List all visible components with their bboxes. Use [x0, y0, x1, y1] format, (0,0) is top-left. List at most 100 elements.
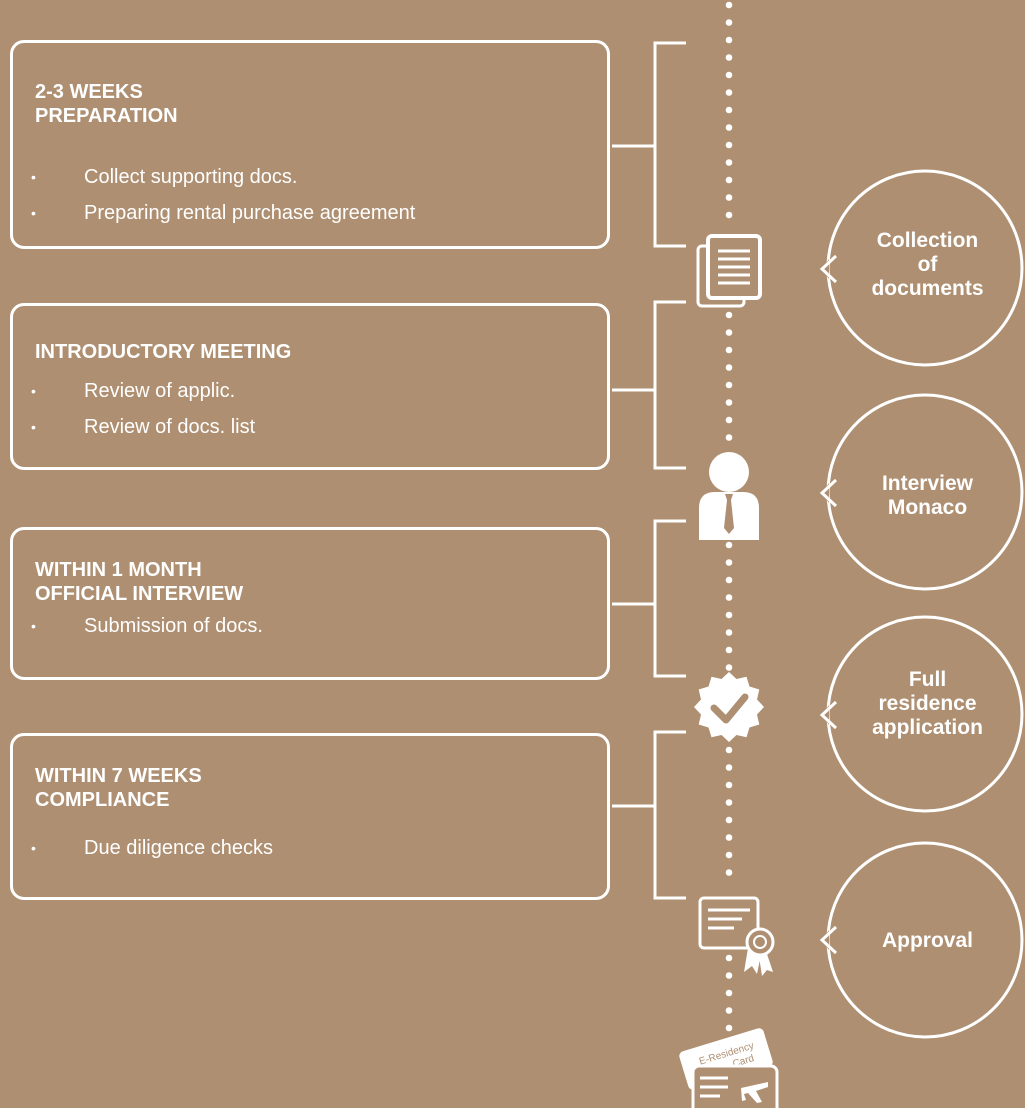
timeline-dot	[725, 1007, 733, 1014]
timeline-dot	[725, 36, 733, 44]
timeline-dot	[725, 54, 733, 61]
step-box-compliance: WITHIN 7 WEEKS COMPLIANCE • Due diligence…	[10, 733, 610, 900]
timeline-dot	[725, 646, 733, 654]
bracket-2	[612, 300, 686, 470]
timeline-dot	[725, 159, 733, 166]
timeline-dot	[725, 124, 733, 131]
bullet-text: Review of docs. list	[84, 416, 256, 438]
bullet-item: • Collect supporting docs.	[31, 159, 415, 195]
step-box-introductory-meeting: INTRODUCTORY MEETING • Review of applic. …	[10, 303, 610, 470]
timeline-dot	[725, 559, 733, 566]
bullet-list: • Review of applic. • Review of docs. list	[31, 373, 255, 445]
timeline-dot	[725, 799, 733, 806]
bullet-text: Due diligence checks	[84, 837, 273, 859]
timeline-dot	[725, 416, 733, 424]
step-title-line: OFFICIAL INTERVIEW	[35, 583, 244, 605]
bullet-text: Submission of docs.	[84, 615, 263, 637]
bubble-line: application	[872, 716, 983, 739]
documents-icon	[696, 234, 762, 308]
timeline-dot	[725, 311, 733, 319]
timeline-dot	[725, 399, 733, 406]
bullet-list: • Collect supporting docs. • Preparing ren…	[31, 159, 415, 231]
timeline-dot	[725, 746, 733, 754]
timeline-dot	[725, 71, 733, 79]
bubble-label-residence-application: Full residence application	[850, 668, 1005, 740]
step-box-preparation: 2-3 WEEKS PREPARATION • Collect supportin…	[10, 40, 610, 249]
brackets	[612, 41, 686, 900]
bracket-3	[612, 519, 686, 678]
step-title-line: 2-3 WEEKS	[35, 81, 143, 103]
bullet-dot: •	[31, 419, 36, 435]
bubble-line: of	[917, 253, 938, 276]
bullet-text: Collect supporting docs.	[84, 166, 298, 188]
bubble-line: Monaco	[887, 496, 968, 519]
bullet-dot: •	[31, 840, 36, 856]
bullet-item: • Due diligence checks	[31, 830, 273, 866]
timeline-dot	[725, 834, 733, 841]
timeline-dot	[725, 364, 733, 371]
timeline-dot	[725, 576, 733, 584]
step-box-official-interview: WITHIN 1 MONTH OFFICIAL INTERVIEW • Submi…	[10, 527, 610, 680]
bubble-line: Collection	[876, 229, 979, 252]
pointer-3	[819, 700, 838, 730]
step-title: WITHIN 1 MONTH OFFICIAL INTERVIEW	[35, 558, 243, 606]
step-title-line: WITHIN 7 WEEKS	[35, 765, 202, 787]
bullet-text: Preparing rental purchase agreement	[84, 202, 416, 224]
timeline-dot	[725, 381, 733, 389]
bullet-text: Review of applic.	[84, 380, 236, 402]
bullet-dot: •	[31, 205, 36, 221]
timeline-dot	[725, 764, 733, 771]
timeline-dot	[725, 329, 733, 336]
timeline-dot	[725, 664, 733, 671]
bubble-pointers	[819, 254, 838, 955]
bullet-item: • Submission of docs.	[31, 608, 263, 644]
step-title: 2-3 WEEKS PREPARATION	[35, 80, 178, 128]
bullet-dot: •	[31, 618, 36, 634]
bullet-item: • Preparing rental purchase agreement	[31, 195, 415, 231]
bracket-1	[612, 41, 686, 248]
bracket-4	[612, 730, 686, 900]
bullet-item: • Review of docs. list	[31, 409, 255, 445]
timeline-dot	[725, 211, 733, 219]
timeline-dot	[725, 629, 733, 636]
timeline-dot	[725, 19, 733, 26]
timeline-dot	[725, 989, 733, 997]
timeline-dot	[725, 869, 733, 876]
bubble-line: residence	[878, 692, 977, 715]
timeline-dot	[725, 954, 733, 962]
bullet-list: • Due diligence checks	[31, 830, 273, 866]
timeline-dot	[725, 434, 733, 441]
timeline-dot	[725, 1, 733, 9]
verified-badge-icon	[694, 672, 764, 742]
bubble-line: documents	[871, 277, 984, 300]
pointer-1	[819, 254, 838, 284]
bubble-label-interview: Interview Monaco	[850, 472, 1005, 520]
step-title-line: INTRODUCTORY MEETING	[35, 341, 292, 363]
bullet-list: • Submission of docs.	[31, 608, 263, 644]
pointer-4	[819, 925, 838, 955]
person-icon	[699, 452, 759, 540]
bubble-line: Full	[908, 668, 947, 691]
timeline-dot	[725, 194, 733, 201]
pointer-2	[819, 478, 838, 508]
bubble-line: Approval	[881, 929, 973, 952]
step-title: WITHIN 7 WEEKS COMPLIANCE	[35, 764, 202, 812]
bullet-dot: •	[31, 169, 36, 185]
timeline-dot	[725, 106, 733, 114]
timeline-dot	[725, 816, 733, 824]
timeline-dot	[725, 594, 733, 601]
timeline-dot	[725, 611, 733, 619]
bubble-label-collection: Collection of documents	[850, 229, 1005, 301]
timeline-dot	[725, 141, 733, 149]
timeline-dot	[725, 176, 733, 184]
dotted-timeline	[725, 1, 733, 1049]
timeline-dot	[725, 346, 733, 354]
e-residency-card-icon: E-Residency Card	[679, 1028, 779, 1108]
timeline-dot	[725, 972, 733, 979]
bullet-dot: •	[31, 383, 36, 399]
timeline-dot	[725, 541, 733, 549]
step-title: INTRODUCTORY MEETING	[35, 340, 291, 364]
timeline-dot	[725, 851, 733, 859]
